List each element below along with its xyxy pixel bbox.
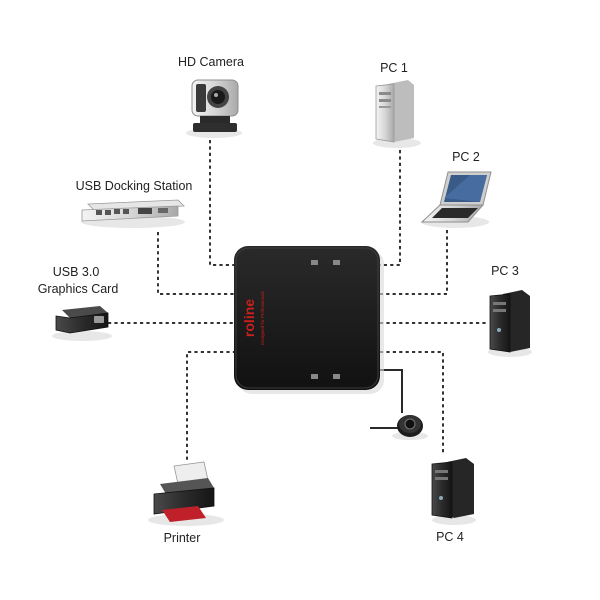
line-pc4: [380, 351, 444, 455]
line-pc2: [380, 230, 448, 295]
line-remote-button: [380, 369, 403, 413]
graphics-adapter-icon: [55, 306, 109, 334]
label-graphics-card-line2: Graphics Card: [38, 282, 119, 296]
label-pc2: PC 2: [452, 150, 480, 164]
docking-station-icon: [81, 199, 185, 222]
remote-button-icon: [397, 415, 423, 437]
kvm-switch-hub: roline Designed for Professionals: [234, 246, 384, 394]
hub-port-icon: [333, 374, 340, 379]
label-usb-docking-station: USB Docking Station: [76, 179, 193, 193]
hub-port-icon: [311, 260, 318, 265]
pc1-device: PC 1: [373, 61, 421, 148]
line-hd-camera: [209, 140, 236, 266]
docking-station-device: USB Docking Station: [76, 179, 193, 228]
desktop-tower-icon: [489, 290, 530, 353]
label-printer: Printer: [164, 531, 201, 545]
hub-port-icon: [311, 374, 318, 379]
line-printer: [186, 351, 236, 462]
label-pc4: PC 4: [436, 530, 464, 544]
hd-camera-device: HD Camera: [178, 55, 244, 138]
line-pc1: [380, 150, 401, 266]
connector-lines: [108, 140, 488, 462]
hub-brand-logo: roline: [241, 299, 257, 337]
pc2-device: PC 2: [420, 150, 492, 228]
desktop-tower-icon: [375, 80, 414, 143]
laptop-icon: [420, 171, 492, 223]
graphics-card-device: USB 3.0 Graphics Card: [38, 265, 119, 341]
hub-port-icon: [333, 260, 340, 265]
hub-tagline: Designed for Professionals: [260, 290, 265, 345]
pc4-device: PC 4: [431, 458, 476, 544]
desktop-tower-icon: [431, 458, 474, 519]
line-docking-station: [157, 232, 236, 295]
label-pc3: PC 3: [491, 264, 519, 278]
printer-device: Printer: [148, 461, 224, 545]
remote-button-device: [370, 415, 428, 440]
camera-icon: [191, 79, 239, 132]
pc3-device: PC 3: [488, 264, 532, 357]
label-graphics-card-line1: USB 3.0: [53, 265, 100, 279]
label-hd-camera: HD Camera: [178, 55, 244, 69]
label-pc1: PC 1: [380, 61, 408, 75]
printer-icon: [153, 461, 215, 522]
